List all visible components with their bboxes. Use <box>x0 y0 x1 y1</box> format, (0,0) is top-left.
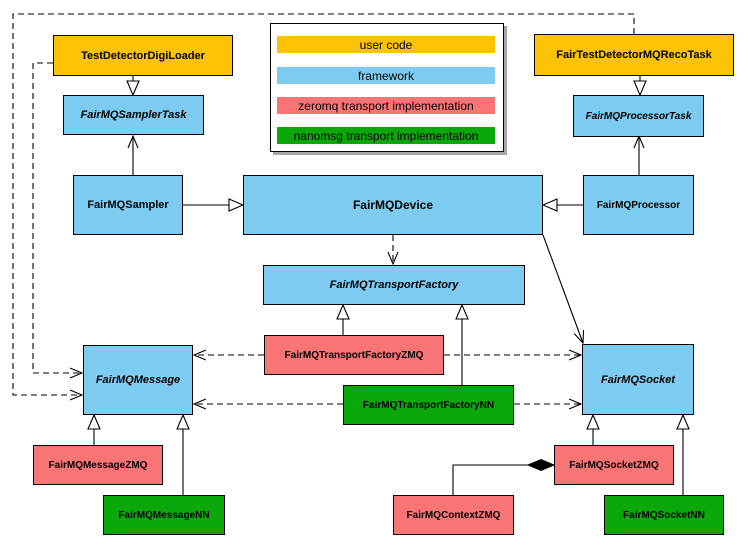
legend-item-nanomsg: nanomsg transport implementation <box>277 127 495 144</box>
legend-label: zeromq transport implementation <box>298 98 474 113</box>
node-label: FairMQTransportFactoryNN <box>362 399 495 411</box>
node-label: FairMQMessage <box>95 374 181 386</box>
node-label: FairMQProcessorTask <box>585 110 692 122</box>
node-fairmqsocketnn: FairMQSocketNN <box>604 495 724 535</box>
edge-contextzmq-socketzmq <box>452 465 554 495</box>
node-fairtestdetectormqrecotask: FairTestDetectorMQRecoTask <box>534 34 734 76</box>
node-label: FairMQSampler <box>87 199 169 211</box>
node-fairmqsampler: FairMQSampler <box>73 175 183 235</box>
node-label: FairMQMessageZMQ <box>48 459 148 471</box>
node-label: FairMQSamplerTask <box>80 109 187 121</box>
node-label: FairMQTransportFactory <box>329 279 459 291</box>
node-label: TestDetectorDigiLoader <box>81 49 205 62</box>
node-label: FairMQContextZMQ <box>406 509 501 521</box>
node-fairmqprocessortask: FairMQProcessorTask <box>573 95 704 137</box>
legend-label: nanomsg transport implementation <box>293 128 479 143</box>
node-label: FairMQDevice <box>352 198 434 212</box>
legend-label: user code <box>359 37 413 52</box>
edge-recotask-message <box>12 13 635 401</box>
legend-box: user code framework zeromq transport imp… <box>270 23 504 152</box>
node-label: FairMQTransportFactoryZMQ <box>284 349 424 361</box>
node-label: FairTestDetectorMQRecoTask <box>556 49 712 61</box>
node-fairmqdevice: FairMQDevice <box>243 175 543 235</box>
node-fairmqtransportfactory: FairMQTransportFactory <box>263 265 525 305</box>
node-label: FairMQProcessor <box>596 199 681 211</box>
node-fairmqsocketzmq: FairMQSocketZMQ <box>554 445 674 485</box>
node-label: FairMQSocketZMQ <box>569 459 659 471</box>
node-fairmqsocket: FairMQSocket <box>582 344 694 415</box>
legend-item-framework: framework <box>277 67 495 84</box>
node-label: FairMQSocketNN <box>623 509 705 521</box>
node-fairmqmessagenn: FairMQMessageNN <box>103 495 225 535</box>
legend-item-zeromq: zeromq transport implementation <box>277 97 495 114</box>
edge-digiloader-message <box>32 62 84 379</box>
node-fairmqprocessor: FairMQProcessor <box>583 175 694 235</box>
node-fairmqcontextzmq: FairMQContextZMQ <box>393 495 514 535</box>
node-label: FairMQSocket <box>601 373 675 386</box>
node-fairmqmessagezmq: FairMQMessageZMQ <box>33 445 163 485</box>
node-fairmqmessage: FairMQMessage <box>83 345 193 415</box>
legend-item-user-code: user code <box>277 36 495 53</box>
node-testdetectordigiloader: TestDetectorDigiLoader <box>53 35 233 76</box>
node-label: FairMQMessageNN <box>118 509 210 521</box>
node-fairmqtransportfactorynn: FairMQTransportFactoryNN <box>343 385 514 425</box>
edge-device-socket <box>542 234 585 345</box>
node-fairmqtransportfactoryzmq: FairMQTransportFactoryZMQ <box>264 335 444 375</box>
node-fairmqsamplertask: FairMQSamplerTask <box>63 95 204 135</box>
legend-label: framework <box>357 68 414 83</box>
